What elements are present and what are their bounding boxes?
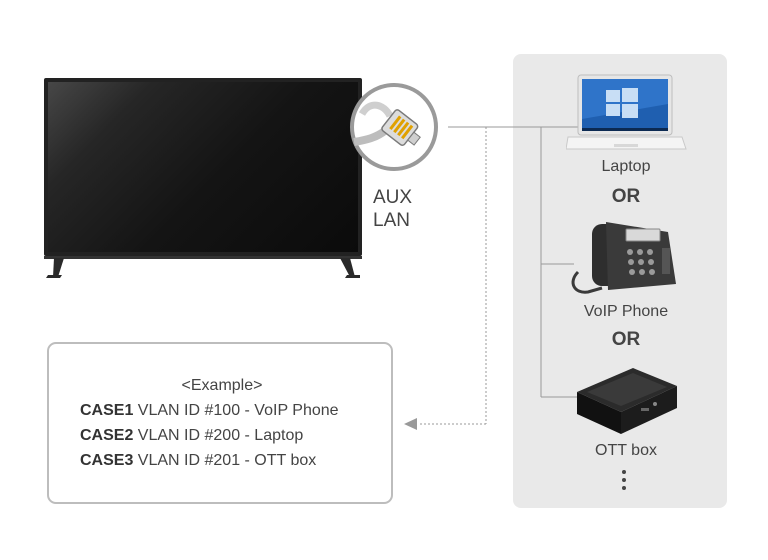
tv-stand [46, 258, 360, 278]
laptop-icon [566, 74, 687, 150]
voip-phone-icon [571, 222, 676, 294]
aux-label: AUX [373, 187, 413, 208]
more-devices-ellipsis [622, 470, 628, 494]
tv-screen [48, 82, 358, 252]
case-2-text: VLAN ID #200 - Laptop [133, 427, 304, 444]
case-2-label: CASE2 [80, 427, 134, 444]
example-box: <Example> CASE1 VLAN ID #100 - VoIP Phon… [47, 342, 393, 504]
or-label-1: OR [611, 186, 641, 207]
case-line-3: CASE3 VLAN ID #201 - OTT box [80, 452, 316, 470]
case-line-2: CASE2 VLAN ID #200 - Laptop [80, 427, 303, 445]
voip-label: VoIP Phone [583, 303, 669, 320]
ott-label: OTT box [595, 442, 657, 459]
or-label-2: OR [611, 329, 641, 350]
case-1-text: VLAN ID #100 - VoIP Phone [133, 402, 339, 419]
case-line-1: CASE1 VLAN ID #100 - VoIP Phone [80, 402, 339, 420]
example-title: <Example> [181, 377, 263, 394]
case-3-label: CASE3 [80, 452, 134, 469]
ott-box-icon [577, 368, 677, 434]
case-3-text: VLAN ID #201 - OTT box [133, 452, 317, 469]
case-1-label: CASE1 [80, 402, 134, 419]
laptop-label: Laptop [601, 158, 651, 175]
lan-label: LAN [373, 210, 410, 231]
lan-cable-icon [350, 83, 438, 171]
tv-bottom-edge [44, 256, 362, 259]
